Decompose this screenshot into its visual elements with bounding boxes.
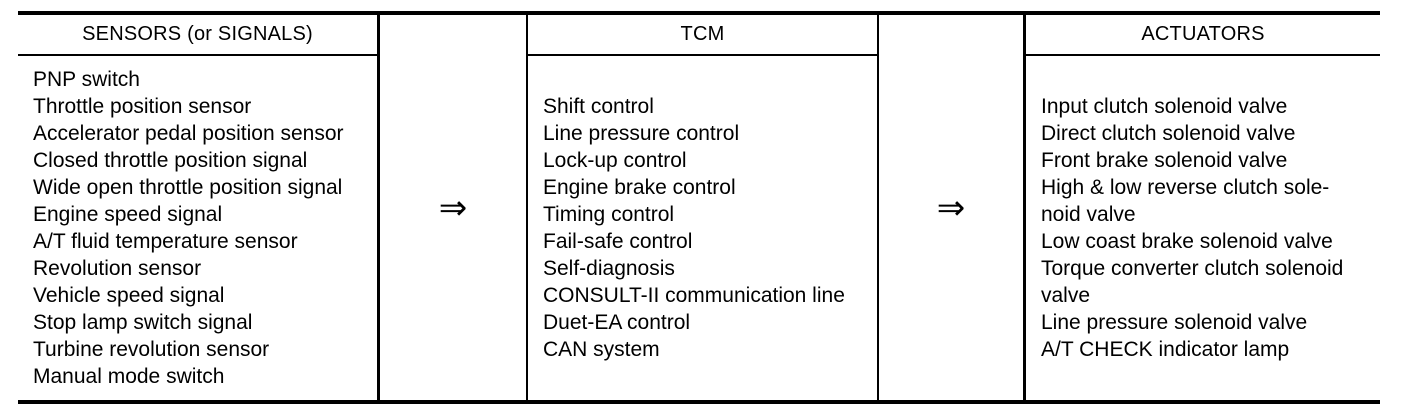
list-item: Wide open throttle position signal	[33, 176, 343, 199]
list-item: Accelerator pedal position sensor	[33, 122, 344, 145]
list-item: Direct clutch solenoid valve	[1041, 122, 1296, 145]
list-item: Lock-up control	[543, 149, 687, 172]
list-item: Line pressure solenoid valve	[1041, 311, 1308, 334]
list-item: CAN system	[543, 338, 660, 361]
tcm-to-actuators-arrow-cell: ⇒	[877, 15, 1026, 400]
list-item: Throttle position sensor	[33, 95, 252, 118]
list-item: Manual mode switch	[33, 365, 225, 388]
list-item: Engine speed signal	[33, 203, 223, 226]
list-item: High & low reverse clutch sole­noid valv…	[1041, 176, 1330, 226]
list-item: CONSULT-II communication line	[543, 284, 845, 307]
list-item: PNP switch	[33, 68, 140, 91]
list-item: Line pressure control	[543, 122, 740, 145]
list-item: Engine brake control	[543, 176, 736, 199]
list-item: A/T CHECK indicator lamp	[1041, 338, 1290, 361]
list-item: Turbine revolution sensor	[33, 338, 270, 361]
list-item: Stop lamp switch signal	[33, 311, 253, 334]
right-double-arrow-icon: ⇒	[936, 188, 966, 227]
list-item: Fail-safe control	[543, 230, 693, 253]
list-item: Self-diagnosis	[543, 257, 675, 280]
right-double-arrow-icon: ⇒	[438, 188, 468, 227]
list-item: Front brake solenoid valve	[1041, 149, 1288, 172]
tcm-column-header: TCM	[528, 15, 877, 56]
list-item: Low coast brake solenoid valve	[1041, 230, 1333, 253]
list-item: Shift control	[543, 95, 654, 118]
list-item: Revolution sensor	[33, 257, 202, 280]
sensors-to-tcm-arrow-cell: ⇒	[377, 15, 528, 400]
list-item: A/T fluid temperature sensor	[33, 230, 298, 253]
list-item: Input clutch solenoid valve	[1041, 95, 1288, 118]
list-item: Vehicle speed signal	[33, 284, 225, 307]
actuators-column-header: ACTUATORS	[1026, 15, 1380, 56]
list-item: Closed throttle position signal	[33, 149, 308, 172]
list-item: Torque converter clutch solenoid valve	[1041, 257, 1344, 307]
list-item: Timing control	[543, 203, 675, 226]
sensors-column-header: SENSORS (or SIGNALS)	[18, 15, 377, 56]
list-item: Duet-EA control	[543, 311, 691, 334]
